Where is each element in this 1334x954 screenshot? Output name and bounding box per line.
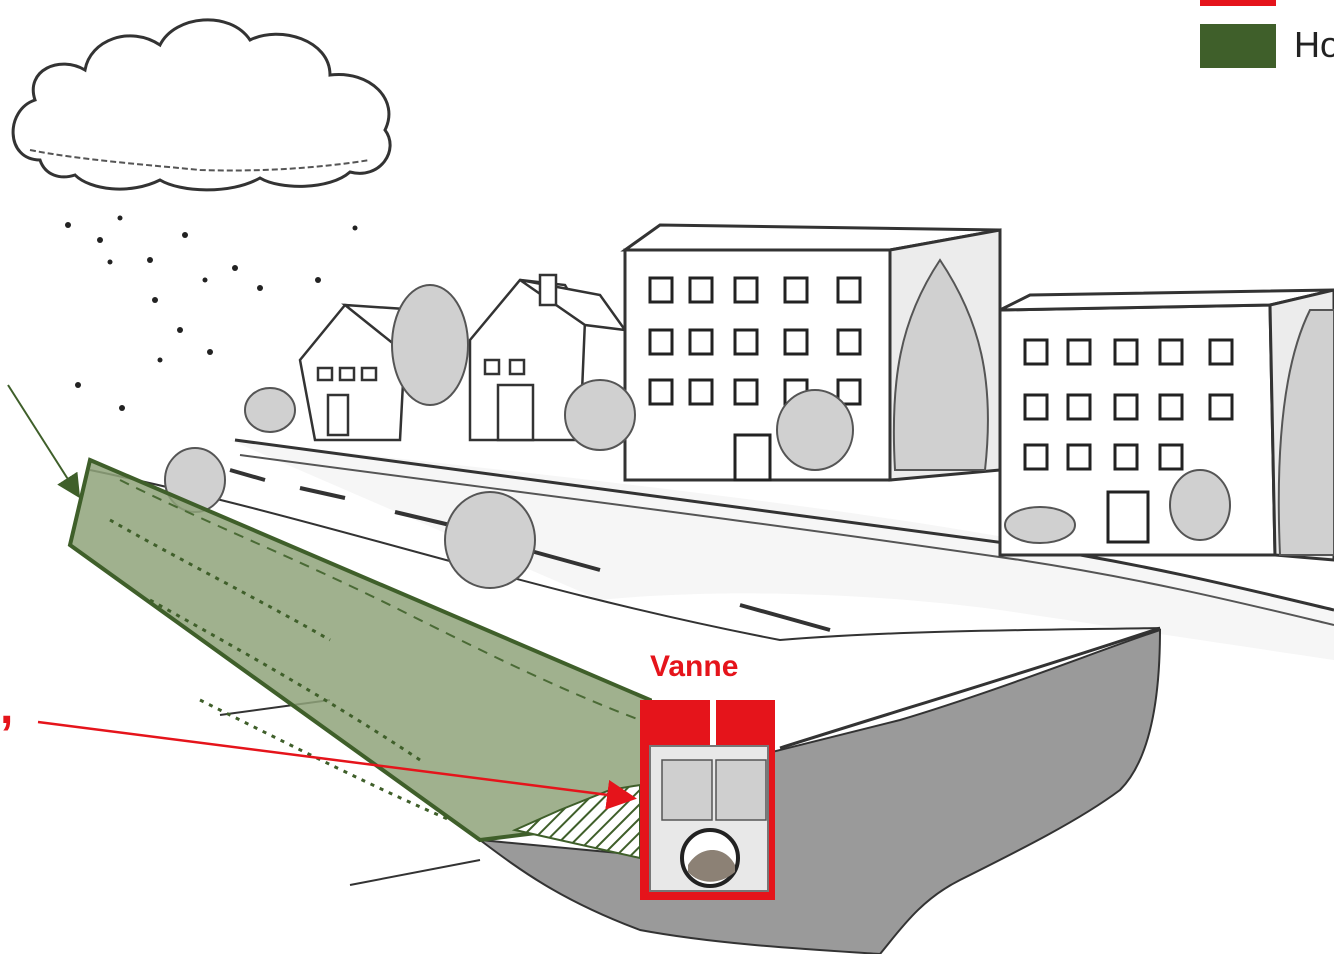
legend-red-swatch — [1200, 0, 1276, 6]
legend-green-swatch — [1200, 24, 1276, 68]
cropped-red-label-fragment: , — [0, 680, 13, 735]
valve-structure — [640, 700, 775, 900]
legend-label-green: Ho — [1294, 24, 1334, 66]
rain-cloud — [13, 20, 390, 190]
green-pointer-arrow — [8, 385, 78, 495]
vanne-label: Vanne — [650, 650, 738, 684]
